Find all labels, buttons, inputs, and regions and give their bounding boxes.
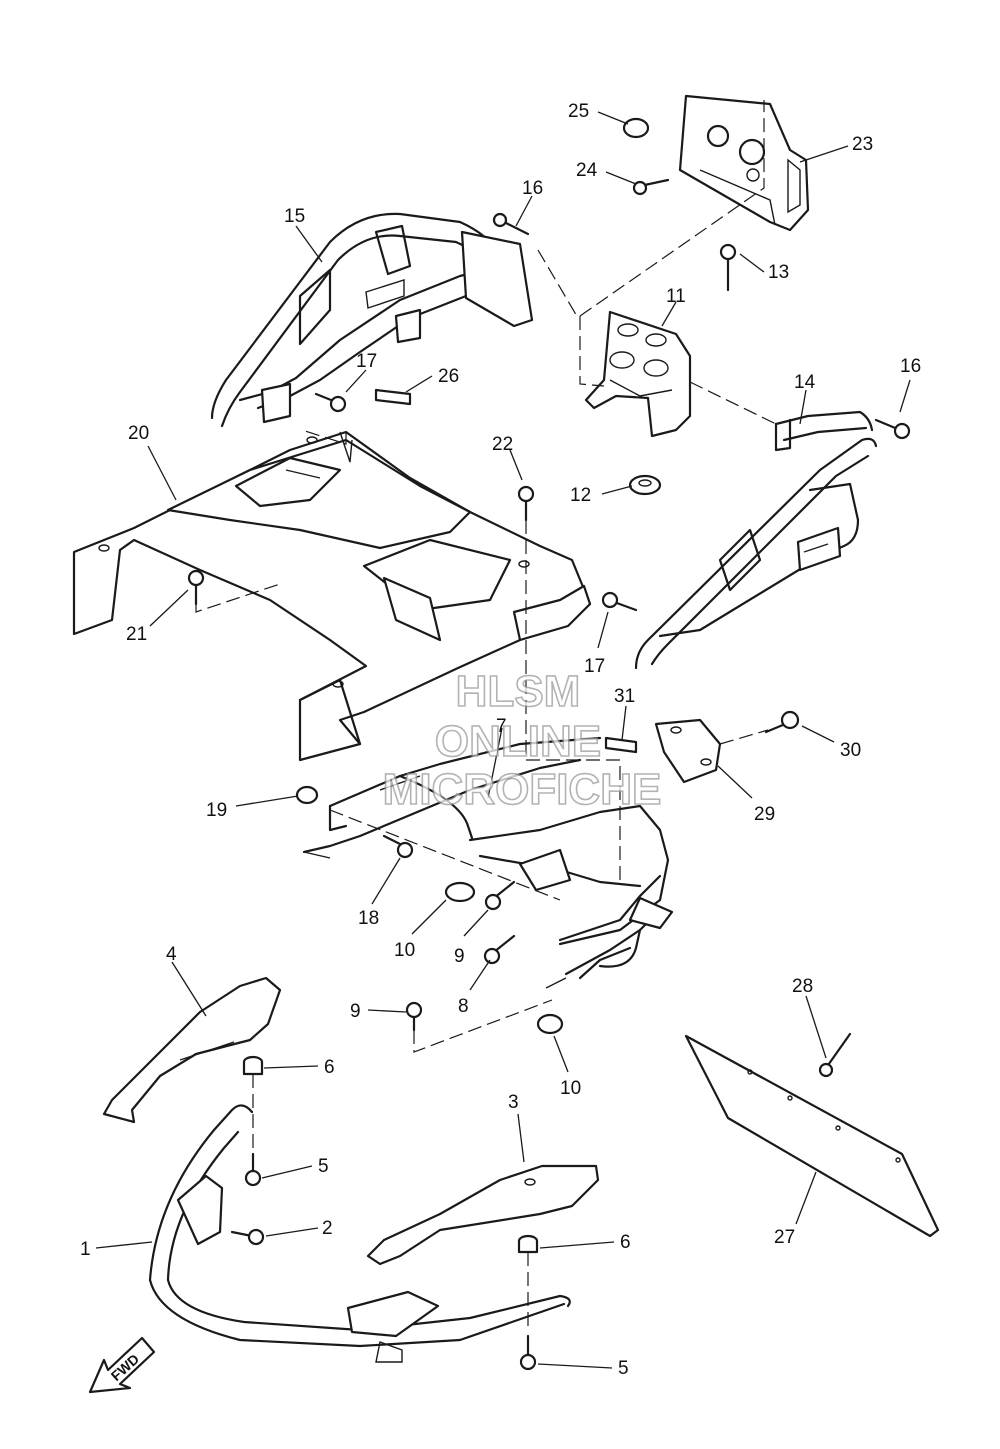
part-17-bolt-upper — [314, 392, 347, 413]
callout-5-upper: 5 — [318, 1156, 329, 1177]
part-30-bolt — [764, 710, 800, 734]
callout-8: 8 — [458, 996, 469, 1017]
leader-lines — [95, 111, 911, 1369]
callout-11: 11 — [666, 286, 686, 307]
part-28-rivet — [818, 1032, 852, 1078]
part-21-bolt — [187, 569, 205, 606]
part-2-bolt — [230, 1228, 265, 1246]
callout-6-upper: 6 — [324, 1057, 335, 1078]
part-6-collar-lower — [517, 1234, 539, 1254]
callout-13: 13 — [768, 262, 789, 283]
part-13-bolt — [719, 243, 737, 292]
part-5-bolt-lower — [519, 1334, 537, 1371]
part-4-left-guard — [102, 976, 282, 1124]
part-5-bolt-upper — [244, 1152, 262, 1187]
callout-labels: 25 23 24 16 15 13 11 16 17 26 14 20 22 1… — [80, 101, 921, 1379]
watermark-line-1: HLSM — [456, 667, 581, 716]
callout-28: 28 — [792, 976, 813, 997]
callout-17-upper: 17 — [356, 351, 377, 372]
part-10-nut-upper — [444, 881, 476, 903]
assembly-lines — [195, 100, 777, 1330]
callout-15: 15 — [284, 206, 305, 227]
callout-16-top: 16 — [522, 178, 543, 199]
callout-29: 29 — [754, 804, 775, 825]
part-11-bracket — [584, 310, 692, 438]
callout-25: 25 — [568, 101, 589, 122]
callout-27: 27 — [774, 1227, 795, 1248]
part-29-bracket — [654, 718, 722, 784]
callout-20: 20 — [128, 423, 149, 444]
part-18-bolt — [382, 834, 414, 859]
part-31-label — [604, 736, 638, 754]
callout-10-upper: 10 — [394, 940, 415, 961]
part-10-nut-lower — [536, 1013, 564, 1035]
callout-1: 1 — [80, 1239, 91, 1260]
part-24-screw — [632, 178, 670, 196]
part-1-bumper — [148, 1104, 571, 1363]
part-22-bolt — [517, 485, 535, 522]
callout-5-lower: 5 — [618, 1358, 629, 1379]
callout-30: 30 — [840, 740, 861, 761]
callout-10-lower: 10 — [560, 1078, 581, 1099]
part-20-fender — [72, 430, 592, 762]
part-7-frame — [302, 736, 674, 989]
callout-26: 26 — [438, 366, 459, 387]
callout-24: 24 — [576, 160, 598, 181]
part-14-side-bar — [634, 410, 878, 670]
callout-6-lower: 6 — [620, 1232, 631, 1253]
watermark: HLSM ONLINE MICROFICHE — [382, 666, 662, 815]
callout-9-upper: 9 — [454, 946, 465, 967]
part-12-nut — [628, 474, 662, 496]
watermark-line-2: ONLINE — [435, 717, 601, 766]
watermark-line-3: MICROFICHE — [383, 765, 662, 814]
callout-9-lower: 9 — [350, 1001, 361, 1022]
part-16-bolt-right — [874, 418, 911, 440]
part-16-bolt-top — [492, 212, 530, 236]
callout-21: 21 — [126, 624, 147, 645]
part-15-upper-bar — [210, 212, 534, 428]
part-25-cap — [622, 117, 650, 139]
callout-12: 12 — [570, 485, 591, 506]
callout-17-lower: 17 — [584, 656, 605, 677]
callout-18: 18 — [358, 908, 379, 929]
part-8-bolt — [483, 934, 516, 965]
part-9-bolt-lower — [405, 1001, 423, 1032]
part-23-rear-cover — [678, 94, 810, 232]
callout-31: 31 — [614, 686, 635, 707]
part-9-bolt-upper — [484, 880, 516, 911]
callout-22: 22 — [492, 434, 513, 455]
part-3-right-guard — [366, 1164, 600, 1266]
part-27-plate — [684, 1034, 940, 1238]
part-17-bolt-lower — [601, 591, 638, 612]
callout-3: 3 — [508, 1092, 519, 1113]
part-6-collar-upper — [242, 1055, 264, 1076]
callout-4: 4 — [166, 944, 177, 965]
callout-14: 14 — [794, 372, 816, 393]
callout-7: 7 — [496, 716, 507, 737]
callout-19: 19 — [206, 800, 227, 821]
fwd-arrow-icon: FWD — [88, 1336, 156, 1394]
callout-16-right: 16 — [900, 356, 921, 377]
part-26-label — [374, 388, 412, 406]
part-19-nut — [295, 785, 319, 805]
callout-2: 2 — [322, 1218, 333, 1239]
callout-23: 23 — [852, 134, 873, 155]
